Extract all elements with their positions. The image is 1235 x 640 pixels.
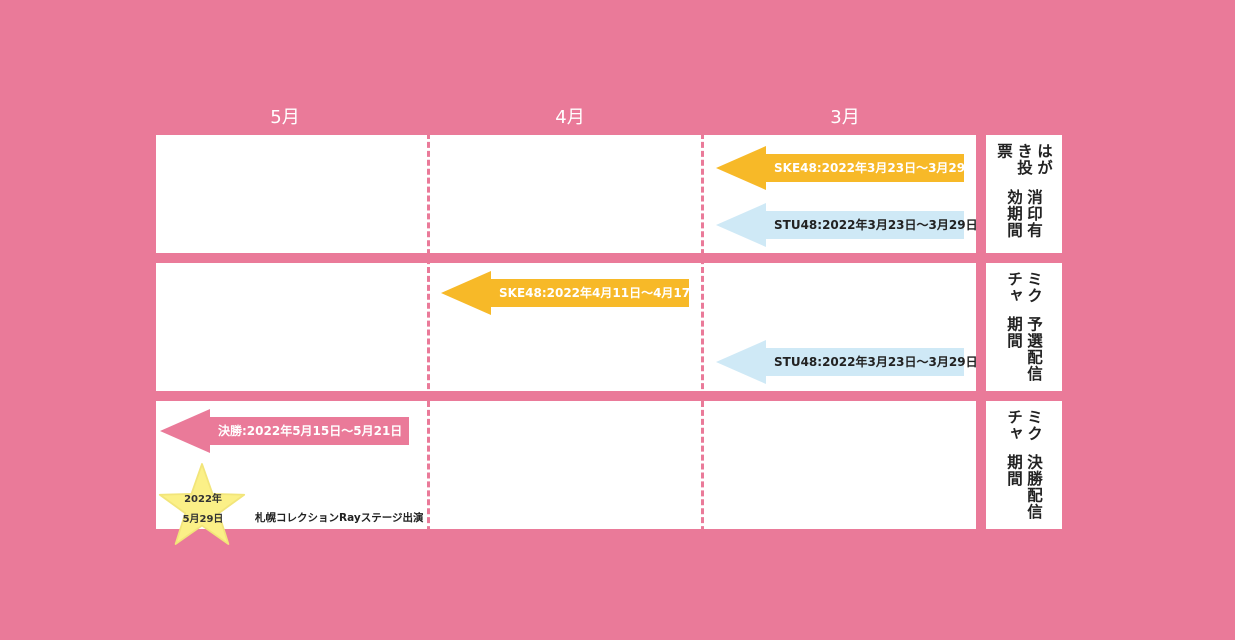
event-date: 2022年 5月29日 <box>158 490 248 530</box>
month-header-may: 5月 <box>270 107 300 128</box>
arrow-head <box>716 203 766 247</box>
row-label-prelim-line2: 予選配信期間 <box>1005 315 1043 382</box>
arrow-head <box>716 146 766 190</box>
arrow-ske-postcard: SKE48:2022年3月23日〜3月29日 <box>716 146 977 190</box>
row-label-final: ミクチャ 決勝配信期間 <box>986 401 1062 529</box>
arrow-ske-prelim-label: SKE48:2022年4月11日〜4月17日 <box>491 279 702 307</box>
event-date-year: 2022年 <box>184 494 222 505</box>
event-date-day: 5月29日 <box>182 514 224 525</box>
month-divider-april-march <box>701 133 704 541</box>
arrow-ske-postcard-label: SKE48:2022年3月23日〜3月29日 <box>766 154 977 182</box>
row-label-prelim: ミクチャ 予選配信期間 <box>986 263 1062 391</box>
row-label-final-line1: ミクチャ <box>1005 409 1043 442</box>
arrow-ske-prelim: SKE48:2022年4月11日〜4月17日 <box>441 271 702 315</box>
row-label-prelim-line1: ミクチャ <box>1005 271 1043 304</box>
arrow-final: 決勝:2022年5月15日〜5月21日 <box>160 409 409 453</box>
arrow-head <box>441 271 491 315</box>
star-icon <box>158 463 246 545</box>
arrow-stu-postcard: STU48:2022年3月23日〜3月29日 <box>716 203 978 247</box>
row-label-postcard-line2: 消印有効期間 <box>1005 189 1043 239</box>
arrow-stu-prelim: STU48:2022年3月23日〜3月29日 <box>716 340 978 384</box>
event-label: 札幌コレクションRayステージ出演 <box>255 512 424 524</box>
month-divider-may-april <box>427 133 430 541</box>
arrow-head <box>160 409 210 453</box>
row-label-postcard: はがき投票 消印有効期間 <box>986 135 1062 253</box>
row-label-final-line2: 決勝配信期間 <box>1005 453 1043 520</box>
arrow-stu-prelim-label: STU48:2022年3月23日〜3月29日 <box>766 348 978 376</box>
arrow-head <box>716 340 766 384</box>
month-header-march: 3月 <box>830 107 860 128</box>
arrow-final-label: 決勝:2022年5月15日〜5月21日 <box>210 417 409 445</box>
arrow-stu-postcard-label: STU48:2022年3月23日〜3月29日 <box>766 211 978 239</box>
row-label-postcard-line1: はがき投票 <box>995 143 1053 176</box>
month-header-april: 4月 <box>555 107 585 128</box>
